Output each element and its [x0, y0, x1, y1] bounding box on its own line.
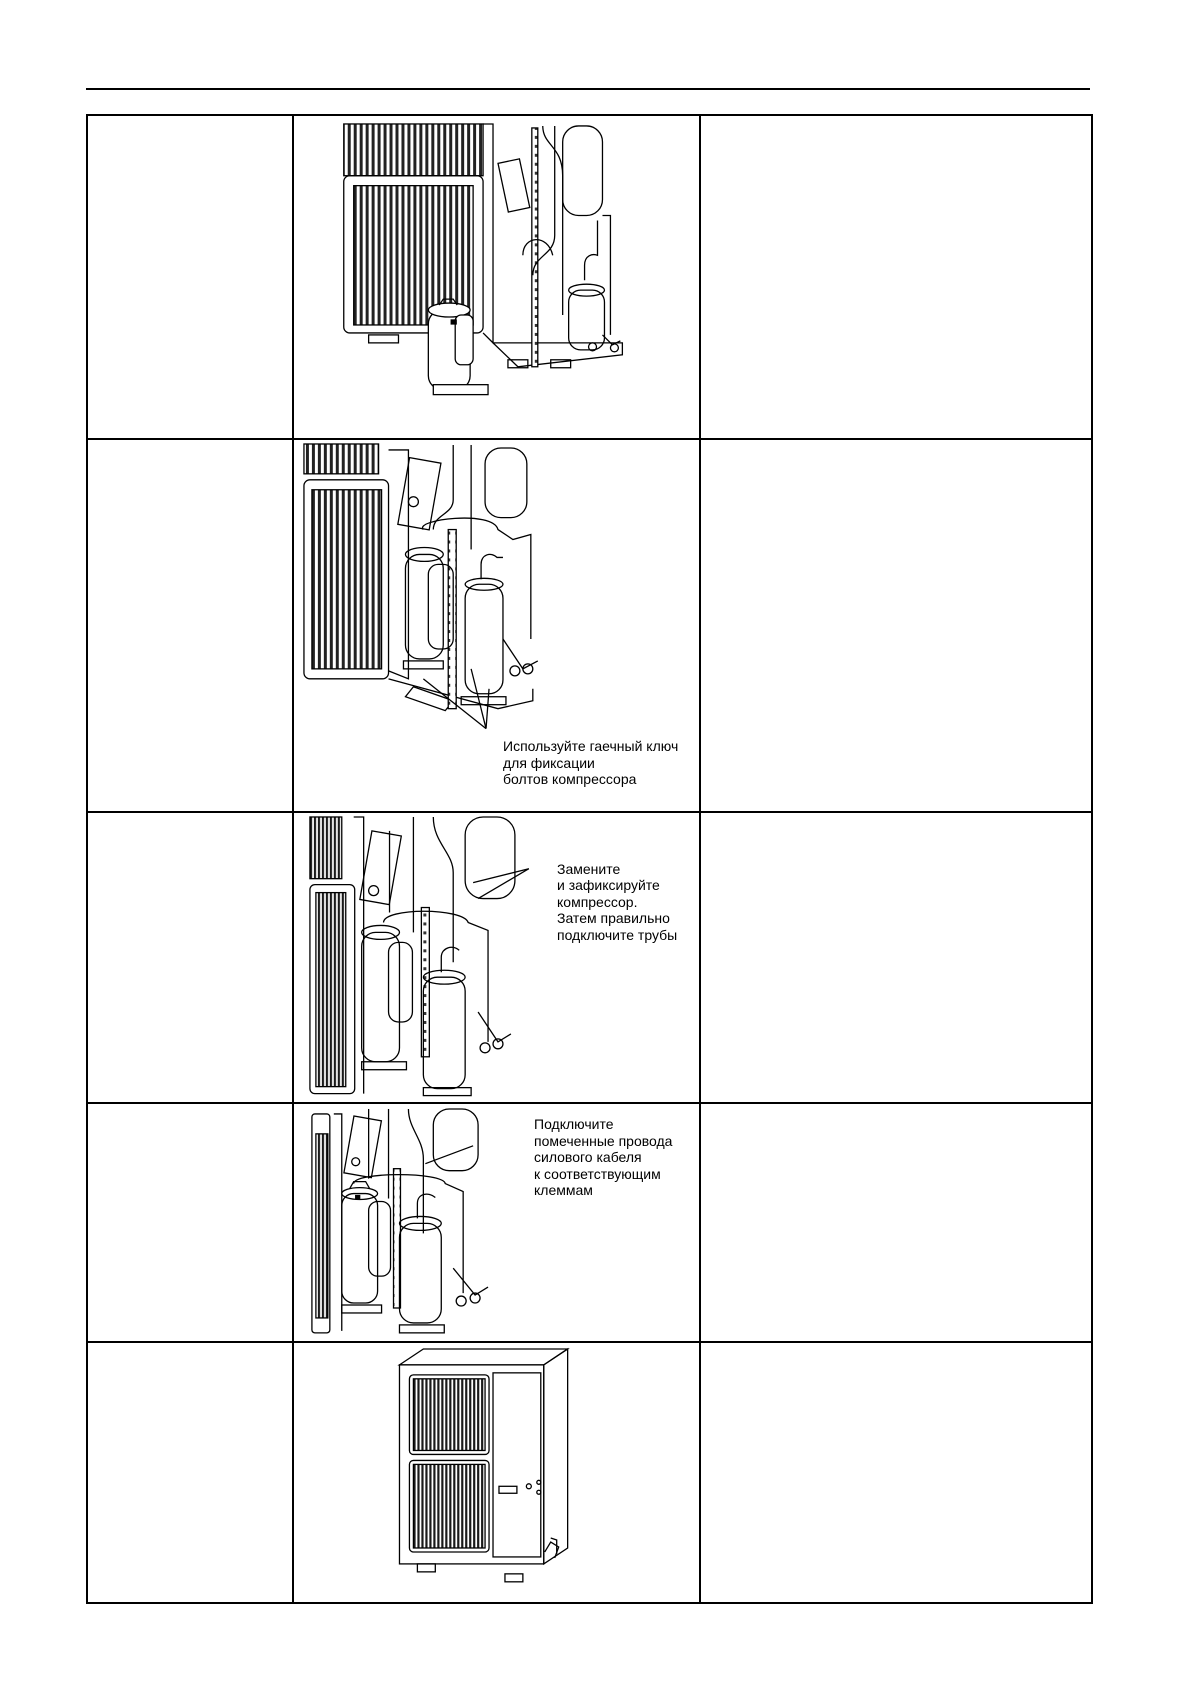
step-text-cell	[86, 810, 294, 1105]
outdoor-unit-assembled-illustration	[397, 1347, 570, 1583]
illustration-cell: Замените и зафиксируйте компрессор. Зате…	[292, 810, 701, 1105]
notes-cell	[699, 438, 1093, 813]
table-row: Используйте гаечный ключ для фиксации бо…	[86, 438, 1093, 813]
table-row: Замените и зафиксируйте компрессор. Зате…	[86, 810, 1093, 1105]
notes-cell	[699, 1340, 1093, 1604]
notes-cell	[699, 113, 1093, 441]
connect-wires-illustration	[311, 1108, 489, 1334]
disassembly-steps-table: Используйте гаечный ключ для фиксации бо…	[86, 113, 1093, 1604]
step-text-cell	[86, 438, 294, 813]
illustration-cell	[292, 1340, 701, 1604]
step-text-cell	[86, 1340, 294, 1604]
table-row	[86, 1340, 1093, 1604]
callout-text: Подключите помеченные провода силового к…	[534, 1116, 673, 1199]
callout-text: Используйте гаечный ключ для фиксации бо…	[503, 738, 679, 788]
notes-cell	[699, 1102, 1093, 1343]
step-text-cell	[86, 1102, 294, 1343]
table-row: Подключите помеченные провода силового к…	[86, 1102, 1093, 1343]
replace-compressor-illustration	[309, 815, 530, 1096]
header-rule	[86, 88, 1090, 90]
wrench-compressor-bolts-illustration	[303, 443, 539, 730]
illustration-cell	[292, 113, 701, 441]
step-text-cell	[86, 113, 294, 441]
illustration-cell: Используйте гаечный ключ для фиксации бо…	[292, 438, 701, 813]
illustration-cell: Подключите помеченные провода силового к…	[292, 1102, 701, 1343]
callout-text: Замените и зафиксируйте компрессор. Зате…	[557, 860, 678, 943]
compressor-removed-illustration	[343, 123, 624, 396]
notes-cell	[699, 810, 1093, 1105]
table-row	[86, 113, 1093, 441]
